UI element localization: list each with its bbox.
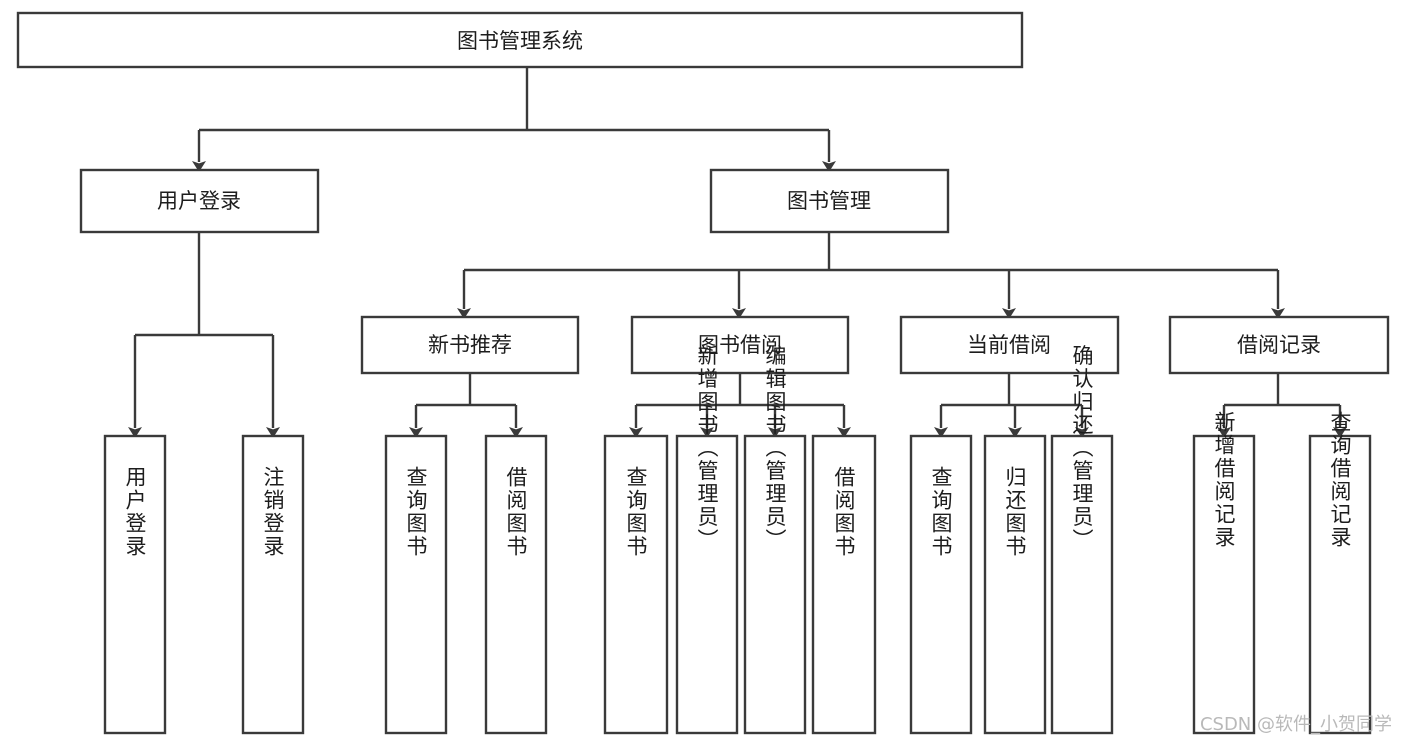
node-leaf-return-book[interactable]: 归还图书 xyxy=(983,434,1047,735)
node-user-login-label: 用户登录 xyxy=(157,189,241,213)
node-leaf-query-book-current-box[interactable] xyxy=(909,434,973,735)
node-book-borrow-label: 图书借阅 xyxy=(698,333,782,357)
node-leaf-borrow-book-label: 借阅图书 xyxy=(832,466,856,558)
node-leaf-user-logout[interactable]: 注销登录 xyxy=(241,434,305,735)
node-borrow-record-box[interactable] xyxy=(1168,315,1390,375)
node-leaf-edit-book-admin[interactable]: 编辑图书（管理员） xyxy=(743,345,807,735)
node-current-borrow-label: 当前借阅 xyxy=(967,333,1051,357)
node-leaf-add-borrow-record-label: 新增借阅记录 xyxy=(1212,411,1236,549)
node-book-borrow-box[interactable] xyxy=(630,315,850,375)
node-leaf-edit-book-admin-label: 编辑图书（管理员） xyxy=(763,345,787,552)
node-leaf-edit-book-admin-box[interactable] xyxy=(743,434,807,735)
node-leaf-user-logout-box[interactable] xyxy=(241,434,305,735)
node-current-borrow[interactable]: 当前借阅 xyxy=(899,315,1120,375)
node-leaf-borrow-book-recommend-box[interactable] xyxy=(484,434,548,735)
node-leaf-user-login-label: 用户登录 xyxy=(123,466,147,558)
node-leaf-query-book-current[interactable]: 查询图书 xyxy=(909,434,973,735)
node-leaf-add-book-admin-box[interactable] xyxy=(675,434,739,735)
node-leaf-confirm-return-admin-label: 确认归还（管理员） xyxy=(1070,345,1094,552)
node-leaf-user-logout-label: 注销登录 xyxy=(261,466,285,558)
connector-group-new-book-recommend-children xyxy=(409,373,523,438)
node-new-book-recommend-label: 新书推荐 xyxy=(428,333,512,357)
node-leaf-query-book-borrow-box[interactable] xyxy=(603,434,669,735)
connector-group-root-to-level2 xyxy=(192,67,836,172)
connector-group-book-management-children xyxy=(457,232,1285,319)
node-leaf-query-book-recommend[interactable]: 查询图书 xyxy=(384,434,448,735)
node-user-login[interactable]: 用户登录 xyxy=(79,168,320,234)
connector-group-user-login-children xyxy=(128,232,280,438)
node-leaf-user-login-box[interactable] xyxy=(103,434,167,735)
node-current-borrow-box[interactable] xyxy=(899,315,1120,375)
node-leaf-return-book-box[interactable] xyxy=(983,434,1047,735)
node-leaf-borrow-book-box[interactable] xyxy=(811,434,877,735)
node-user-login-box[interactable] xyxy=(79,168,320,234)
node-root-system[interactable]: 图书管理系统 xyxy=(16,11,1024,69)
node-leaf-query-book-borrow-label: 查询图书 xyxy=(624,466,648,558)
node-leaf-borrow-book-recommend-label: 借阅图书 xyxy=(504,466,528,558)
node-leaf-confirm-return-admin[interactable]: 确认归还（管理员） xyxy=(1050,345,1114,735)
node-book-borrow[interactable]: 图书借阅 xyxy=(630,315,850,375)
node-leaf-add-book-admin-label: 新增图书（管理员） xyxy=(695,345,719,552)
node-leaf-borrow-book-recommend[interactable]: 借阅图书 xyxy=(484,434,548,735)
node-leaf-query-book-recommend-label: 查询图书 xyxy=(404,466,428,558)
node-leaf-user-login[interactable]: 用户登录 xyxy=(103,434,167,735)
node-new-book-recommend-box[interactable] xyxy=(360,315,580,375)
node-leaf-confirm-return-admin-box[interactable] xyxy=(1050,434,1114,735)
node-leaf-query-book-current-label: 查询图书 xyxy=(929,466,953,558)
node-book-management-box[interactable] xyxy=(709,168,950,234)
node-book-management[interactable]: 图书管理 xyxy=(709,168,950,234)
node-borrow-record-label: 借阅记录 xyxy=(1237,333,1321,357)
csdn-watermark: CSDN @软件_小贺同学 xyxy=(1200,714,1392,735)
node-leaf-add-borrow-record[interactable]: 新增借阅记录 xyxy=(1192,411,1256,735)
node-leaf-add-borrow-record-box[interactable] xyxy=(1192,434,1256,735)
node-root-system-box[interactable] xyxy=(16,11,1024,69)
node-leaf-borrow-book[interactable]: 借阅图书 xyxy=(811,434,877,735)
node-root-system-label: 图书管理系统 xyxy=(457,29,583,53)
node-leaf-query-book-recommend-box[interactable] xyxy=(384,434,448,735)
connector-group-borrow-record-children xyxy=(1217,373,1347,438)
node-new-book-recommend[interactable]: 新书推荐 xyxy=(360,315,580,375)
connector-group-book-borrow-children xyxy=(629,373,851,438)
node-leaf-add-book-admin[interactable]: 新增图书（管理员） xyxy=(675,345,739,735)
node-borrow-record[interactable]: 借阅记录 xyxy=(1168,315,1390,375)
node-leaf-query-borrow-record-box[interactable] xyxy=(1308,434,1372,735)
node-leaf-return-book-label: 归还图书 xyxy=(1003,466,1027,558)
node-leaf-query-borrow-record[interactable]: 查询借阅记录 xyxy=(1308,411,1372,735)
node-leaf-query-book-borrow[interactable]: 查询图书 xyxy=(603,434,669,735)
node-book-management-label: 图书管理 xyxy=(787,189,871,213)
node-leaf-query-borrow-record-label: 查询借阅记录 xyxy=(1328,411,1352,549)
connector-group-current-borrow-children xyxy=(934,373,1089,438)
